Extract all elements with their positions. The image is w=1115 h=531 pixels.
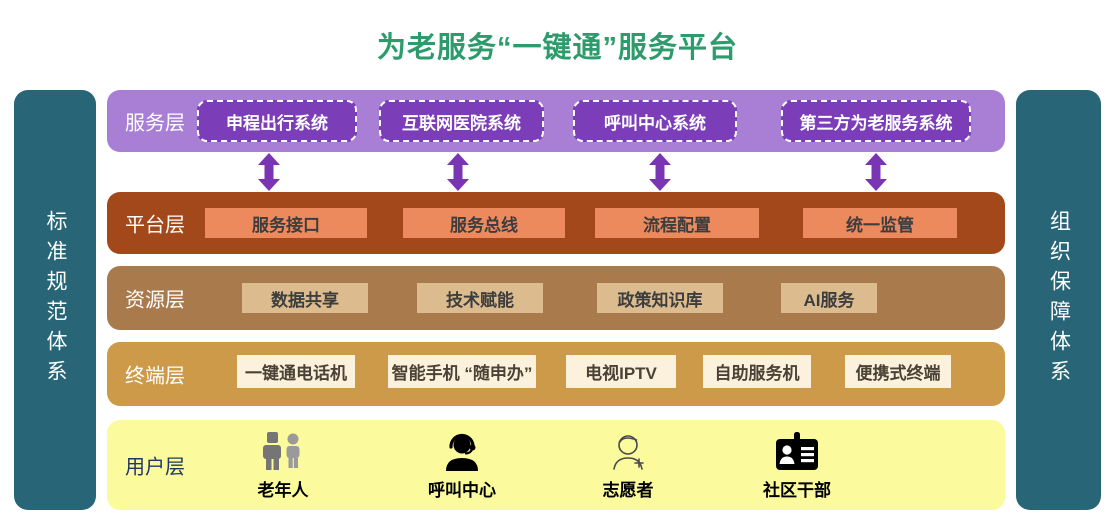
resource-box: AI服务 bbox=[781, 283, 877, 313]
terminal-box: 智能手机 “随申办” bbox=[388, 355, 536, 388]
double-vertical-arrow-icon bbox=[865, 153, 887, 191]
resource-layer-label: 资源层 bbox=[125, 289, 185, 312]
right-pillar-organization: 组织保障体系 bbox=[1016, 90, 1101, 510]
double-vertical-arrow-icon bbox=[447, 153, 469, 191]
resource-box: 数据共享 bbox=[242, 283, 368, 313]
call-center-agent-icon bbox=[442, 430, 482, 472]
service-box: 申程出行系统 bbox=[197, 100, 357, 142]
left-pillar-standards: 标准规范体系 bbox=[14, 90, 96, 510]
terminal-box: 电视IPTV bbox=[566, 355, 676, 388]
terminal-box: 便携式终端 bbox=[845, 355, 951, 388]
platform-box: 流程配置 bbox=[595, 208, 759, 238]
right-pillar-label: 组织保障体系 bbox=[1047, 210, 1071, 390]
left-pillar-label: 标准规范体系 bbox=[44, 210, 67, 390]
service-layer: 服务层 申程出行系统 互联网医院系统 呼叫中心系统 第三方为老服务系统 bbox=[107, 90, 1005, 152]
id-badge-icon bbox=[774, 430, 820, 472]
resource-box: 技术赋能 bbox=[417, 283, 543, 313]
platform-layer: 平台层 服务接口 服务总线 流程配置 统一监管 bbox=[107, 192, 1005, 254]
terminal-layer-label: 终端层 bbox=[125, 365, 185, 388]
service-box: 呼叫中心系统 bbox=[573, 100, 737, 142]
user-item-volunteer: 志愿者 bbox=[563, 430, 693, 501]
user-layer-label: 用户层 bbox=[125, 456, 185, 479]
user-layer: 用户层 老年人 bbox=[107, 420, 1005, 510]
user-item-call-center: 呼叫中心 bbox=[397, 430, 527, 501]
platform-layer-label: 平台层 bbox=[125, 214, 185, 237]
resource-layer: 资源层 数据共享 技术赋能 政策知识库 AI服务 bbox=[107, 266, 1005, 330]
double-vertical-arrow-icon bbox=[649, 153, 671, 191]
user-item-elderly: 老年人 bbox=[218, 430, 348, 501]
user-item-caption: 呼叫中心 bbox=[428, 481, 496, 500]
service-box: 第三方为老服务系统 bbox=[781, 100, 971, 142]
page-title: 为老服务“一键通”服务平台 bbox=[376, 32, 738, 64]
user-item-caption: 老年人 bbox=[257, 481, 309, 500]
user-item-caption: 社区干部 bbox=[763, 481, 831, 500]
terminal-box: 自助服务机 bbox=[703, 355, 811, 388]
terminal-box: 一键通电话机 bbox=[237, 355, 355, 388]
service-layer-label: 服务层 bbox=[125, 112, 185, 135]
platform-box: 服务总线 bbox=[403, 208, 565, 238]
elderly-people-icon bbox=[260, 430, 306, 472]
resource-box: 政策知识库 bbox=[597, 283, 723, 313]
terminal-layer: 终端层 一键通电话机 智能手机 “随申办” 电视IPTV 自助服务机 便携式终端 bbox=[107, 342, 1005, 406]
double-vertical-arrow-icon bbox=[258, 153, 280, 191]
user-item-community-cadre: 社区干部 bbox=[732, 430, 862, 501]
service-box: 互联网医院系统 bbox=[379, 100, 544, 142]
volunteer-nurse-icon bbox=[606, 430, 650, 472]
user-item-caption: 志愿者 bbox=[602, 481, 654, 500]
platform-box: 统一监管 bbox=[803, 208, 957, 238]
platform-box: 服务接口 bbox=[205, 208, 367, 238]
